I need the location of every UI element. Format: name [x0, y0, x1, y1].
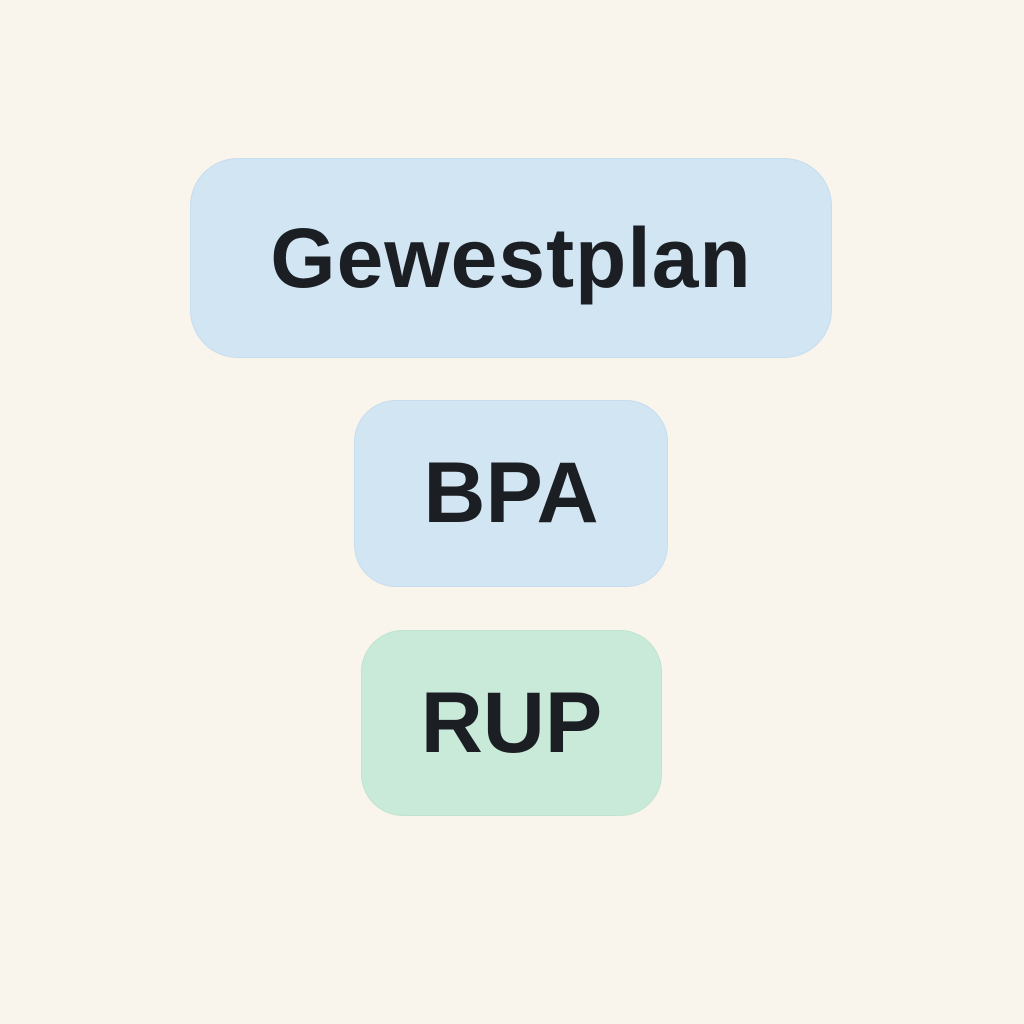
gewestplan-box: Gewestplan: [190, 158, 832, 358]
rup-box: RUP: [361, 630, 662, 816]
rup-label: RUP: [420, 674, 603, 771]
bpa-box: BPA: [354, 400, 668, 587]
gewestplan-label: Gewestplan: [270, 210, 752, 305]
bpa-label: BPA: [423, 445, 599, 541]
